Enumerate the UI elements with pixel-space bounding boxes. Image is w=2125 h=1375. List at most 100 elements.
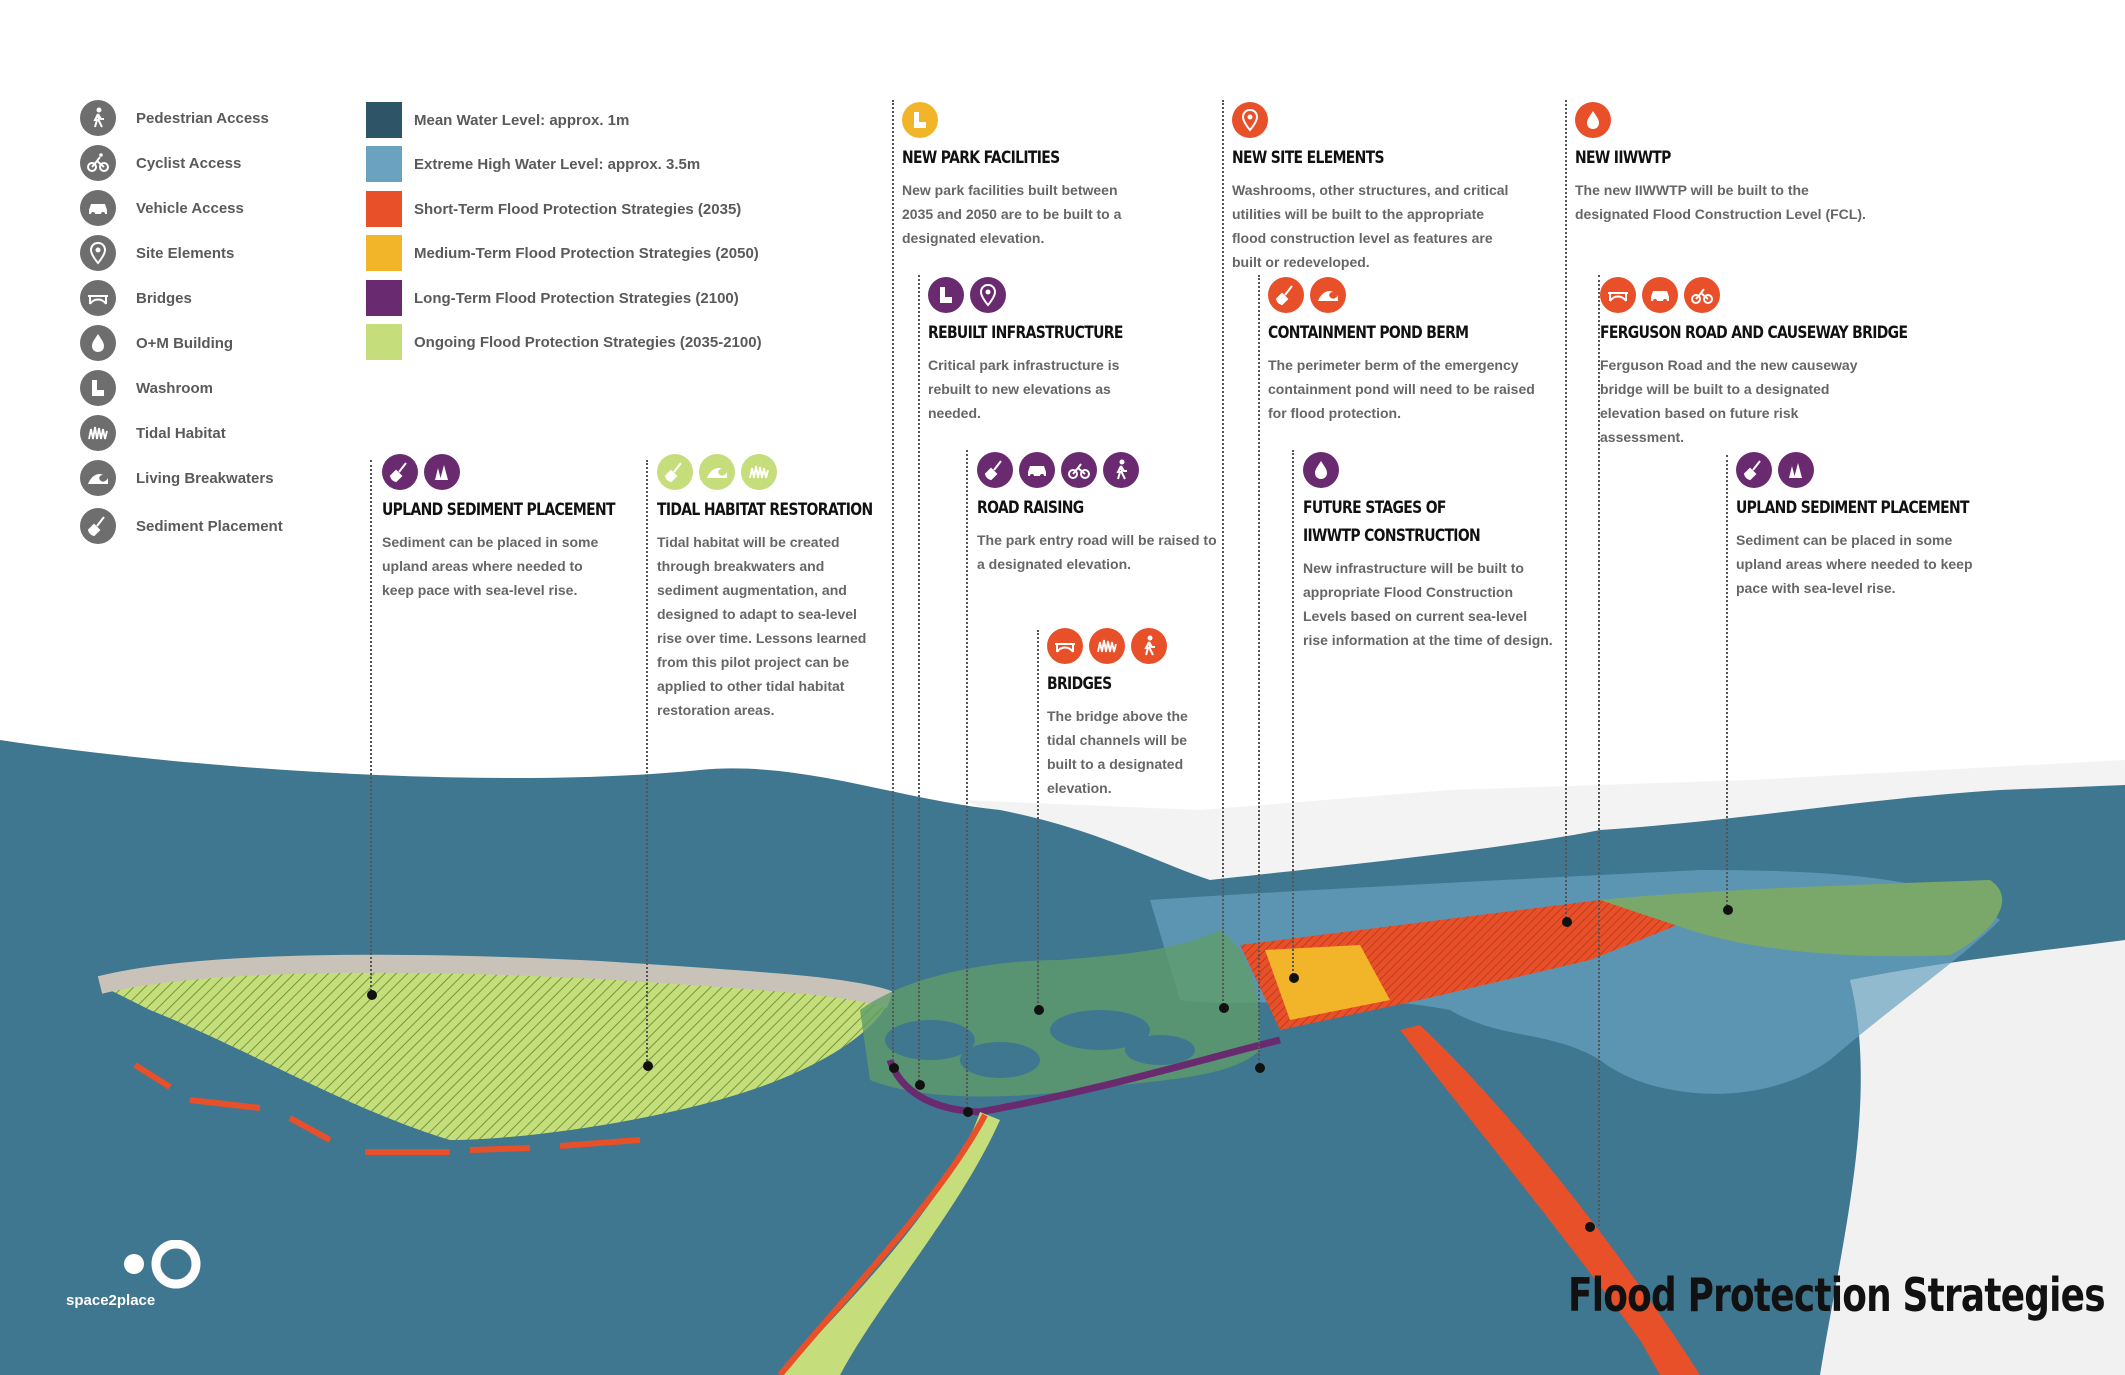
- shovel-icon: [80, 508, 116, 544]
- washroom-icon: [80, 370, 116, 406]
- legend-item-bridges: Bridges: [80, 280, 192, 316]
- leader-dot: [643, 1061, 653, 1071]
- brand-name: space2place: [66, 1292, 156, 1309]
- callout-new-park-facilities: NEW PARK FACILITIES New park facilities …: [902, 102, 1142, 250]
- callout-text: The bridge above the tidal channels will…: [1047, 708, 1188, 796]
- leader-dot: [1255, 1063, 1265, 1073]
- leader-line: [892, 100, 894, 1068]
- legend-item-om-building: O+M Building: [80, 325, 233, 361]
- callout-text: Sediment can be placed in some upland ar…: [1736, 532, 1973, 596]
- callout-title: TIDAL HABITAT RESTORATION: [657, 500, 873, 520]
- callout-upland-sediment-right: UPLAND SEDIMENT PLACEMENT Sediment can b…: [1736, 452, 1996, 600]
- water-drop-icon: [1303, 452, 1339, 488]
- leader-line: [1565, 100, 1567, 922]
- legend-item-vehicle: Vehicle Access: [80, 190, 244, 226]
- legend-label: O+M Building: [136, 334, 234, 352]
- legend-label: Washroom: [136, 379, 213, 397]
- leader-dot: [1219, 1003, 1229, 1013]
- legend-item-medium-term: Medium-Term Flood Protection Strategies …: [366, 235, 759, 271]
- leader-line: [1222, 100, 1224, 1008]
- callout-upland-sediment-left: UPLAND SEDIMENT PLACEMENT Sediment can b…: [382, 454, 616, 602]
- callout-road-raising: ROAD RAISING The park entry road will be…: [977, 452, 1217, 576]
- callout-text: Tidal habitat will be created through br…: [657, 534, 867, 718]
- tidal-grass-icon: [80, 415, 116, 451]
- callout-ferguson-road: FERGUSON ROAD AND CAUSEWAY BRIDGE Fergus…: [1600, 277, 1908, 449]
- leader-dot: [1034, 1005, 1044, 1015]
- shovel-icon: [1268, 277, 1304, 313]
- cyclist-icon: [1684, 277, 1720, 313]
- leader-dot: [367, 990, 377, 1000]
- leader-line: [1292, 450, 1294, 978]
- leader-line: [370, 460, 372, 995]
- callout-text: Critical park infrastructure is rebuilt …: [928, 357, 1120, 421]
- legend-label: Living Breakwaters: [136, 469, 274, 487]
- leader-line: [1258, 275, 1260, 1068]
- sediment-icon: [1778, 452, 1814, 488]
- vehicle-icon: [1019, 452, 1055, 488]
- legend-label: Sediment Placement: [136, 517, 283, 535]
- callout-text: Sediment can be placed in some upland ar…: [382, 534, 599, 598]
- callout-text: New park facilities built between 2035 a…: [902, 182, 1122, 246]
- callout-title: NEW SITE ELEMENTS: [1232, 148, 1385, 168]
- legend-item-tidal-habitat: Tidal Habitat: [80, 415, 226, 451]
- legend-item-living-breakwaters: Living Breakwaters: [80, 460, 274, 496]
- legend-label: Mean Water Level: approx. 1m: [414, 111, 630, 129]
- callout-title: REBUILT INFRASTRUCTURE: [928, 323, 1123, 343]
- leader-line: [646, 460, 648, 1065]
- callout-bridges: BRIDGES The bridge above the tidal chann…: [1047, 628, 1207, 800]
- legend-label: Tidal Habitat: [136, 424, 226, 442]
- vehicle-icon: [1642, 277, 1678, 313]
- callout-containment-pond-berm: CONTAINMENT POND BERM The perimeter berm…: [1268, 277, 1548, 425]
- lower-right-shore: [1820, 940, 2125, 1375]
- callout-title: UPLAND SEDIMENT PLACEMENT: [1736, 498, 1970, 518]
- map-pin-icon: [1232, 102, 1268, 138]
- swatch-long-term: [366, 280, 402, 316]
- callout-title: BRIDGES: [1047, 674, 1112, 694]
- callout-text: The perimeter berm of the emergency cont…: [1268, 357, 1535, 421]
- leader-dot: [1723, 905, 1733, 915]
- left-island-shoreline: [97, 954, 894, 1009]
- logo-icon: [66, 1239, 206, 1289]
- legend-item-sediment: Sediment Placement: [80, 508, 283, 544]
- leader-line: [1037, 630, 1039, 1010]
- road: [886, 1036, 1281, 1116]
- leader-dot: [915, 1080, 925, 1090]
- tidal-grass-icon: [741, 454, 777, 490]
- callout-title: ROAD RAISING: [977, 498, 1084, 518]
- legend-label: Short-Term Flood Protection Strategies (…: [414, 200, 742, 218]
- callout-title: NEW PARK FACILITIES: [902, 148, 1060, 168]
- map-pin-icon: [970, 277, 1006, 313]
- water-drop-icon: [80, 325, 116, 361]
- callout-new-site-elements: NEW SITE ELEMENTS Washrooms, other struc…: [1232, 102, 1522, 274]
- leader-dot: [1585, 1222, 1595, 1232]
- callout-text: New infrastructure will be built to appr…: [1303, 560, 1553, 648]
- leader-dot: [1562, 917, 1572, 927]
- shovel-icon: [1736, 452, 1772, 488]
- legend-label: Medium-Term Flood Protection Strategies …: [414, 244, 759, 262]
- callout-text: Washrooms, other structures, and critica…: [1232, 182, 1509, 270]
- pedestrian-icon: [1131, 628, 1167, 664]
- callout-new-iiwwtp: NEW IIWWTP The new IIWWTP will be built …: [1575, 102, 1885, 226]
- callout-tidal-habitat: TIDAL HABITAT RESTORATION Tidal habitat …: [657, 454, 877, 722]
- legend-label: Pedestrian Access: [136, 109, 269, 127]
- callout-title: FERGUSON ROAD AND CAUSEWAY BRIDGE: [1600, 323, 1908, 343]
- legend-item-long-term: Long-Term Flood Protection Strategies (2…: [366, 280, 739, 316]
- legend-label: Ongoing Flood Protection Strategies (203…: [414, 333, 762, 351]
- washroom-icon: [928, 277, 964, 313]
- leader-line: [966, 450, 968, 1112]
- swatch-mean-water: [366, 102, 402, 138]
- ferguson-road: [1400, 1025, 1700, 1375]
- right-spit: [1600, 880, 2003, 957]
- legend-label: Extreme High Water Level: approx. 3.5m: [414, 155, 701, 173]
- wave-icon: [699, 454, 735, 490]
- legend-item-ongoing: Ongoing Flood Protection Strategies (203…: [366, 324, 762, 360]
- shovel-icon: [977, 452, 1013, 488]
- callout-future-iiwwtp: FUTURE STAGES OF IIWWTP CONSTRUCTION New…: [1303, 452, 1553, 652]
- cyclist-icon: [1061, 452, 1097, 488]
- bridge-icon: [80, 280, 116, 316]
- callout-rebuilt-infrastructure: REBUILT INFRASTRUCTURE Critical park inf…: [928, 277, 1148, 425]
- leader-dot: [963, 1107, 973, 1117]
- callout-title: FUTURE STAGES OF IIWWTP CONSTRUCTION: [1303, 498, 1481, 546]
- legend-item-pedestrian: Pedestrian Access: [80, 100, 269, 136]
